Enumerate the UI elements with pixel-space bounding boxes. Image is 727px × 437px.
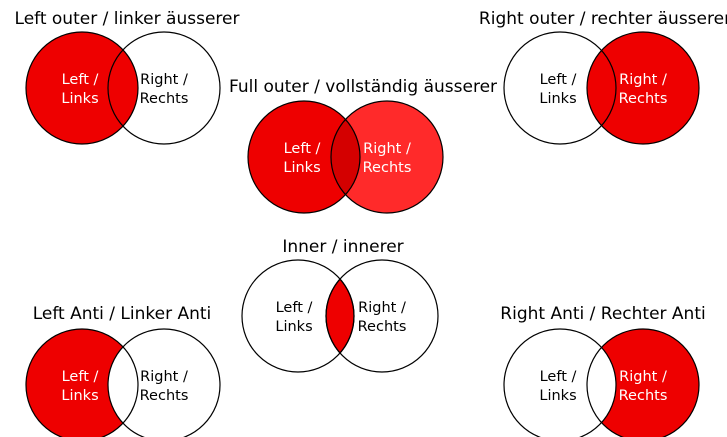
left-circle-outline (503, 328, 617, 437)
overlap-region (107, 346, 139, 424)
left-label-line-2: Links (539, 388, 576, 404)
left-circle (26, 329, 138, 437)
left-circle (248, 101, 360, 213)
overlap-region (587, 347, 616, 423)
left-label-line-1: Left / (540, 369, 577, 385)
left-label-line-2: Links (283, 160, 320, 176)
left-label-line-1: Left / (276, 300, 313, 316)
right-label-line-2: Rechts (363, 160, 412, 176)
right-circle (587, 329, 699, 437)
left-label: Left / Links (61, 369, 98, 404)
right-label: Right / Rechts (619, 369, 668, 404)
left-label-line-2: Links (61, 91, 98, 107)
left-circle-outline (503, 31, 617, 145)
left-circle-outline (247, 100, 361, 214)
right-circle (108, 32, 220, 144)
left-label-line-1: Left / (62, 72, 99, 88)
right-label-line-2: Rechts (358, 319, 407, 335)
overlap-region (587, 50, 616, 126)
right-circle (108, 329, 220, 437)
left-label-line-2: Links (61, 388, 98, 404)
right-label: Right / Rechts (363, 141, 412, 176)
left-label-line-1: Left / (540, 72, 577, 88)
right-circle-outline (107, 328, 221, 437)
right-circle (331, 101, 443, 213)
left-circle (504, 329, 616, 437)
right-anti-title: Right Anti / Rechter Anti (500, 304, 705, 324)
right-outer-title: Right outer / rechter äusserer (479, 9, 727, 29)
right-label: Right / Rechts (358, 300, 407, 335)
right-circle (326, 260, 438, 372)
left-label-line-2: Links (275, 319, 312, 335)
overlap-outline (325, 278, 355, 354)
left-label: Left / Links (283, 141, 320, 176)
right-label-line-1: Right / (140, 369, 188, 385)
overlap-region (326, 278, 354, 354)
right-circle-outline (586, 328, 700, 437)
left-circle (26, 32, 138, 144)
left-label: Left / Links (539, 72, 576, 107)
left-circle-outline (25, 31, 139, 145)
left-circle (242, 260, 354, 372)
full-outer-title: Full outer / vollständig äusserer (229, 77, 497, 97)
left-anti-title: Left Anti / Linker Anti (33, 304, 212, 324)
overlap-region (108, 49, 138, 127)
right-label-line-1: Right / (619, 369, 667, 385)
right-circle (587, 32, 699, 144)
right-circle-outline (107, 31, 221, 145)
overlap-region (331, 119, 360, 195)
right-circle-outline (330, 100, 444, 214)
left-label-line-2: Links (539, 91, 576, 107)
right-label: Right / Rechts (619, 72, 668, 107)
left-circle-outline (25, 328, 139, 437)
left-label: Left / Links (539, 369, 576, 404)
right-label-line-2: Rechts (619, 388, 668, 404)
right-label-line-1: Right / (140, 72, 188, 88)
right-label: Right / Rechts (140, 72, 189, 107)
right-label-line-1: Right / (619, 72, 667, 88)
left-outer-title: Left outer / linker äusserer (15, 9, 240, 29)
left-circle (504, 32, 616, 144)
right-label-line-1: Right / (358, 300, 406, 316)
left-label-line-1: Left / (62, 369, 99, 385)
left-label: Left / Links (275, 300, 312, 335)
inner-title: Inner / innerer (282, 237, 403, 257)
left-label: Left / Links (61, 72, 98, 107)
right-label-line-1: Right / (363, 141, 411, 157)
right-label-line-2: Rechts (619, 91, 668, 107)
right-label-line-2: Rechts (140, 388, 189, 404)
left-label-line-1: Left / (284, 141, 321, 157)
right-label-line-2: Rechts (140, 91, 189, 107)
right-circle-outline (586, 31, 700, 145)
right-label: Right / Rechts (140, 369, 189, 404)
